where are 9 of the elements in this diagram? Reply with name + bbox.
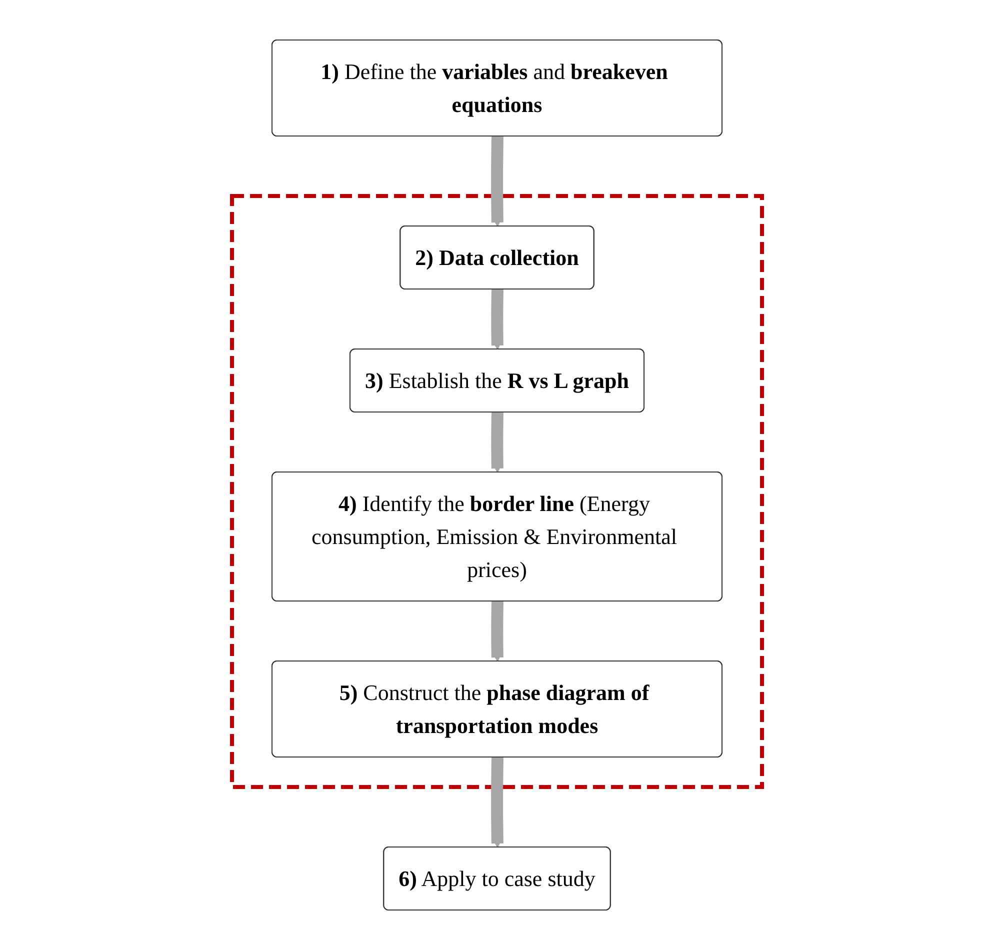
node-text: 5) Construct the phase diagram of transportation modes xyxy=(338,680,649,738)
cluster xyxy=(230,194,764,789)
node-text: 1) Define the variables and breakeven equations xyxy=(320,59,668,117)
arrow xyxy=(490,288,503,350)
arrow xyxy=(490,135,503,227)
node-text: 4) Identify the border line (Energy consumption, Emission & Environmental prices) xyxy=(311,491,676,582)
arrow xyxy=(490,411,503,473)
arrow xyxy=(490,756,503,848)
arrow xyxy=(490,600,503,662)
